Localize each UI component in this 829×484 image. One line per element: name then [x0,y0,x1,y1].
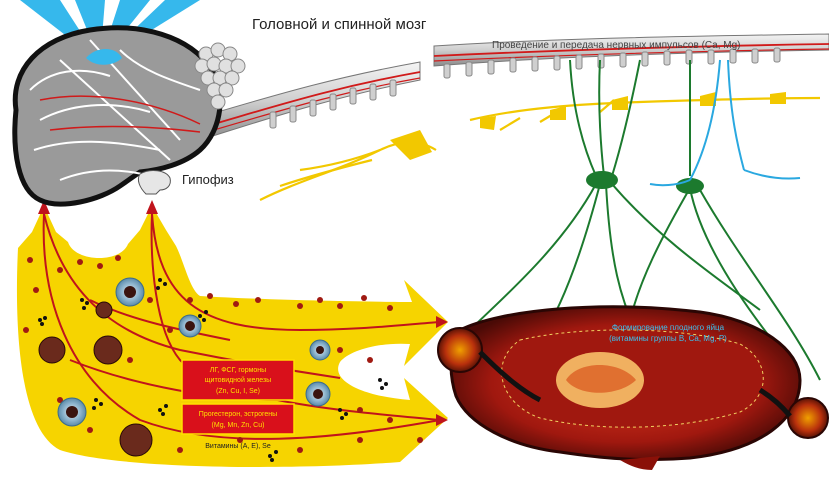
hormones-line-2: щитовидной железы [205,376,271,384]
vitamins-label: Витамины (А, Е), Se [205,443,271,450]
title-label: Головной и спинной мозг [252,16,427,33]
fetal-formation-line-2: (витамины группы В, Ca, Mg, P) [609,334,727,343]
neuron-bodies [390,92,786,160]
pituitary-icon [138,171,170,194]
nerve-impulse-label: Проведение и передача нервных импульсов … [492,40,740,51]
hormones-line-3: (Zn, Cu, I, Se) [216,388,260,395]
sensory-neurons [260,98,820,200]
blue-nerve [650,60,800,185]
fetal-formation-line-1: Формирование плодного яйца [612,323,725,332]
pituitary-label: Гипофиз [182,172,234,187]
progesterone-line-1: Прогестерон, эстрогены [199,411,277,418]
ganglion-icons [586,171,704,194]
hormones-line-1: ЛГ, ФСГ, гормоны [210,367,266,374]
hormones-box: ЛГ, ФСГ, гормоны щитовидной железы (Zn, … [182,360,294,400]
progesterone-line-2: (Mg, Mn, Zn, Cu) [212,422,265,429]
progesterone-box: Прогестерон, эстрогены (Mg, Mn, Zn, Cu) [182,404,294,434]
